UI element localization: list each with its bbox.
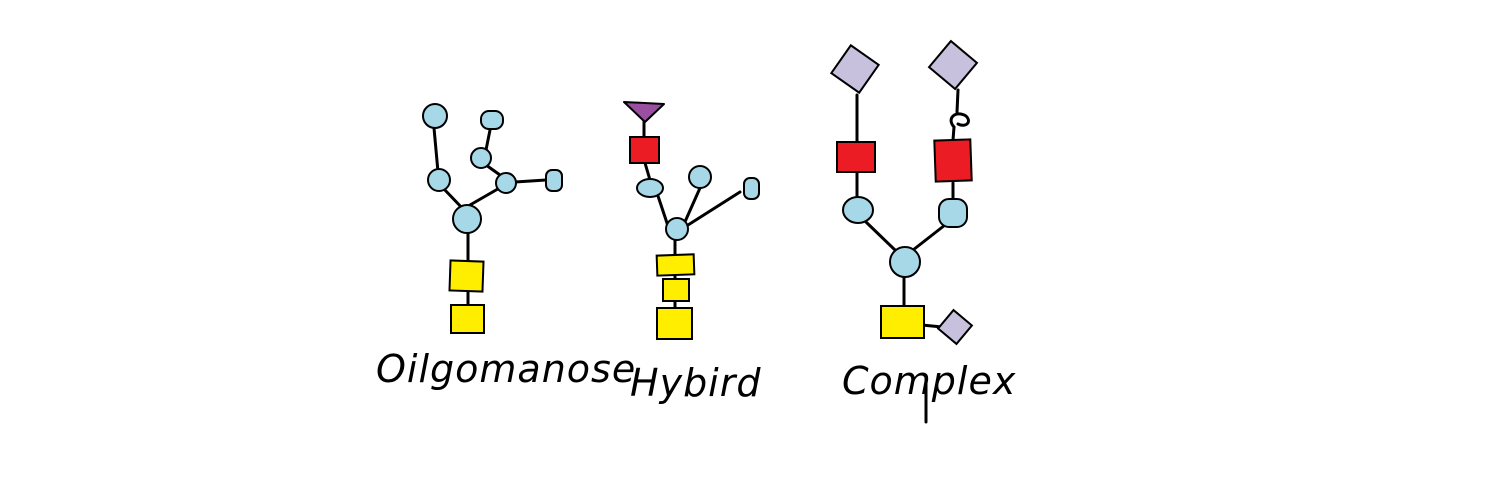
complex-lavender-diamond-left — [829, 43, 881, 95]
oligomannose-core-circle — [452, 204, 482, 234]
hybrid-yellow-square-bottom — [656, 307, 693, 340]
oligomannose-yellow-square-top — [448, 259, 485, 293]
complex-links — [855, 88, 970, 329]
hybrid-left-circle — [636, 178, 664, 198]
complex-right-circle — [938, 198, 968, 228]
oligomannose-structure: Oilgomanose — [376, 103, 636, 391]
hybrid-yellow-square-top — [655, 253, 696, 277]
complex-red-square-left — [836, 141, 876, 173]
oligomannose-far-right-node — [545, 169, 563, 192]
hybrid-purple-triangle — [623, 101, 665, 123]
oligomannose-right-circle — [495, 172, 517, 194]
complex-lavender-diamond-right — [927, 39, 979, 91]
oligomannose-left-circle — [427, 168, 451, 192]
oligomannose-yellow-square-bottom — [450, 304, 485, 334]
complex-red-square-right — [933, 138, 973, 183]
complex-lavender-diamond-bottom — [936, 308, 974, 346]
complex-yellow-square — [880, 305, 925, 339]
hybrid-structure: Hybird — [623, 101, 762, 405]
hybrid-yellow-square-middle — [662, 278, 690, 302]
complex-left-circle — [842, 196, 874, 224]
hybrid-red-square — [629, 136, 660, 164]
hybrid-right-circle — [688, 165, 712, 189]
complex-core-circle — [889, 246, 921, 278]
oligomannose-top-right-node — [480, 110, 504, 130]
oligomannose-mid-circle — [470, 147, 492, 169]
complex-label: Complex — [842, 359, 1016, 403]
hybrid-core-circle — [665, 217, 689, 241]
hybrid-far-right-node — [743, 177, 760, 200]
oligomannose-label: Oilgomanose — [376, 347, 636, 391]
complex-structure: Complex — [829, 39, 1016, 424]
hybrid-label: Hybird — [630, 361, 762, 405]
oligomannose-top-left-circle — [422, 103, 448, 129]
